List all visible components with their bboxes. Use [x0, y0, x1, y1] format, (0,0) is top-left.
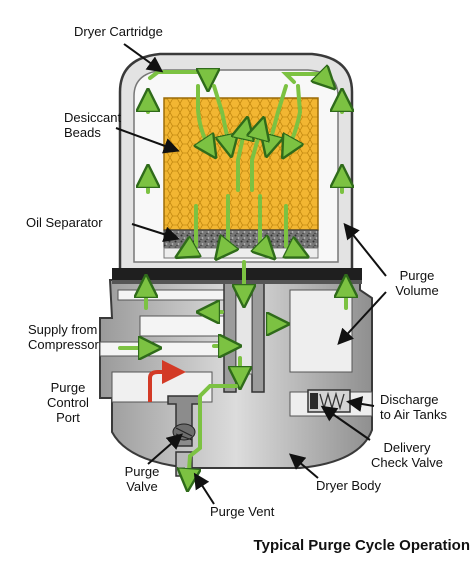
label-oil-separator: Oil Separator — [26, 215, 103, 230]
oil-separator — [163, 229, 319, 249]
purge-flow-arrows — [118, 72, 346, 484]
separator-plate — [163, 247, 319, 259]
control-signal-arrow — [148, 360, 186, 402]
label-supply-from-compressor: Supply from Compressor — [28, 322, 99, 352]
label-purge-valve: Purge Valve — [124, 464, 160, 494]
label-delivery-check-valve: Delivery Check Valve — [370, 440, 443, 470]
label-desiccant-beads: Desiccant Beads — [64, 110, 122, 140]
figure-caption: Typical Purge Cycle Operation — [253, 537, 470, 554]
desiccant-bed — [163, 97, 319, 231]
label-purge-control-port: Purge Control Port — [47, 380, 89, 425]
label-dryer-body: Dryer Body — [316, 478, 382, 493]
delivery-check-valve — [307, 389, 351, 413]
label-purge-vent: Purge Vent — [210, 504, 275, 519]
label-dryer-cartridge: Dryer Cartridge — [74, 24, 163, 39]
label-purge-volume: Purge Volume — [395, 268, 439, 298]
label-discharge-to-air-tanks: Discharge to Air Tanks — [380, 392, 447, 422]
leader-lines — [115, 43, 387, 505]
